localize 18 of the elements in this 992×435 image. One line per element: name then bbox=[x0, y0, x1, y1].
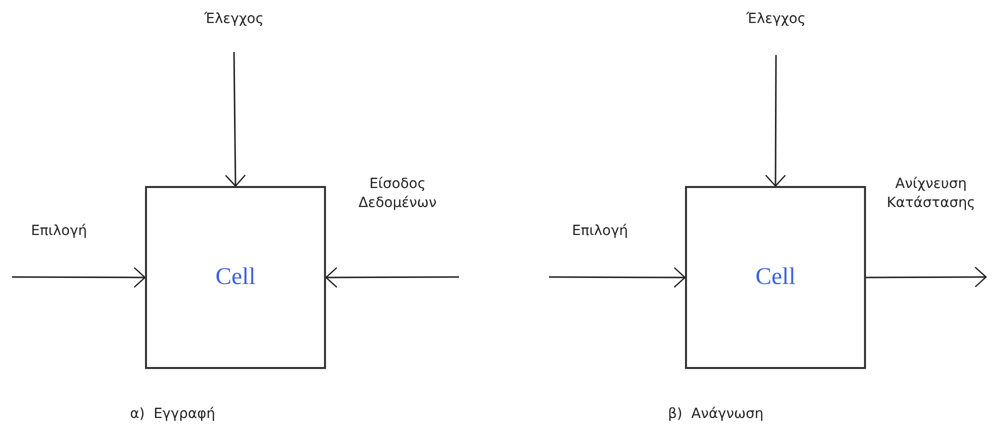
arrow bbox=[12, 266, 146, 288]
arrow bbox=[325, 266, 459, 288]
caption: β) Ανάγνωση bbox=[668, 405, 764, 424]
edge-label: Έλεγχος bbox=[203, 10, 265, 29]
edge-label: Είσοδος Δεδομένων bbox=[357, 175, 438, 213]
edge-label: Επιλογή bbox=[570, 222, 630, 241]
box-label: Cell bbox=[216, 264, 256, 291]
box-label: Cell bbox=[756, 264, 796, 291]
edge-label: Έλεγχος bbox=[745, 10, 807, 29]
arrow bbox=[764, 55, 786, 187]
arrow bbox=[549, 266, 686, 288]
process-box bbox=[145, 186, 326, 369]
process-box bbox=[685, 186, 866, 369]
caption: α) Εγγραφή bbox=[130, 405, 216, 424]
arrow bbox=[866, 266, 987, 288]
edge-label: Επιλογή bbox=[30, 222, 88, 241]
edge-label: Ανίχνευση Κατάστασης bbox=[886, 175, 976, 213]
arrow bbox=[224, 52, 246, 187]
